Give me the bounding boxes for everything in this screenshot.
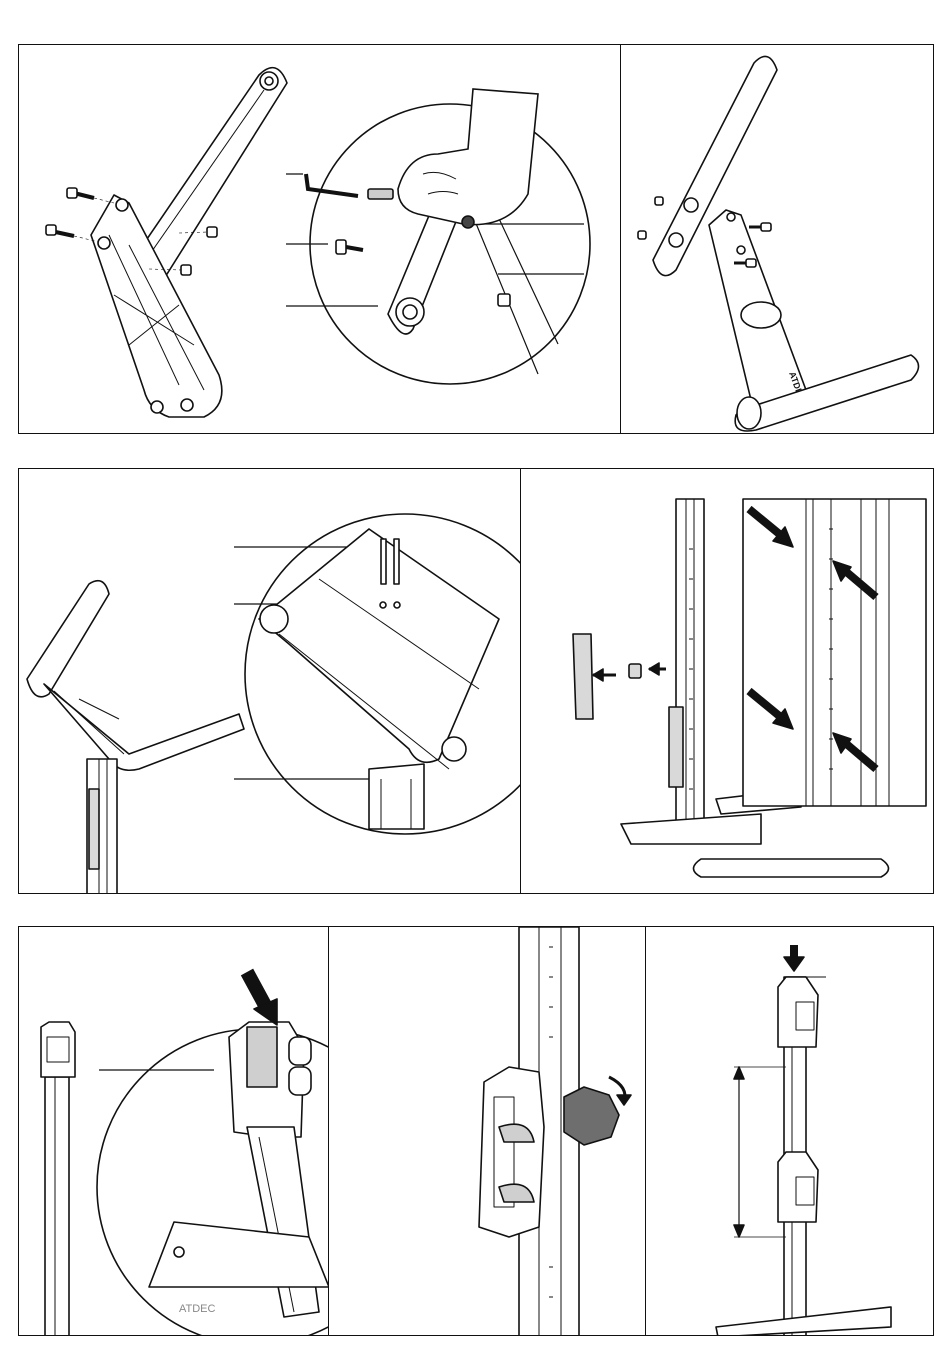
step-3c-illustration [646, 927, 934, 1336]
step-panel-3c [645, 926, 934, 1336]
step-panel-3a: ATDEC [18, 926, 329, 1336]
step-1b-zoom-illustration [18, 44, 621, 434]
step-2b-illustration [521, 469, 934, 894]
step-3b-illustration [329, 927, 646, 1336]
plate-logo-3a: ATDEC [179, 1303, 216, 1315]
step-2a-illustration [19, 469, 521, 894]
step-panel-2b [520, 468, 934, 894]
step-panel-2a [18, 468, 521, 894]
step-1c-illustration: ATDEC [621, 45, 934, 434]
step-panel-1b [18, 44, 621, 434]
step-3a-illustration: ATDEC [19, 927, 329, 1336]
step-panel-1c: ATDEC [620, 44, 934, 434]
step-panel-3b [328, 926, 646, 1336]
zoom-circle [310, 104, 590, 384]
